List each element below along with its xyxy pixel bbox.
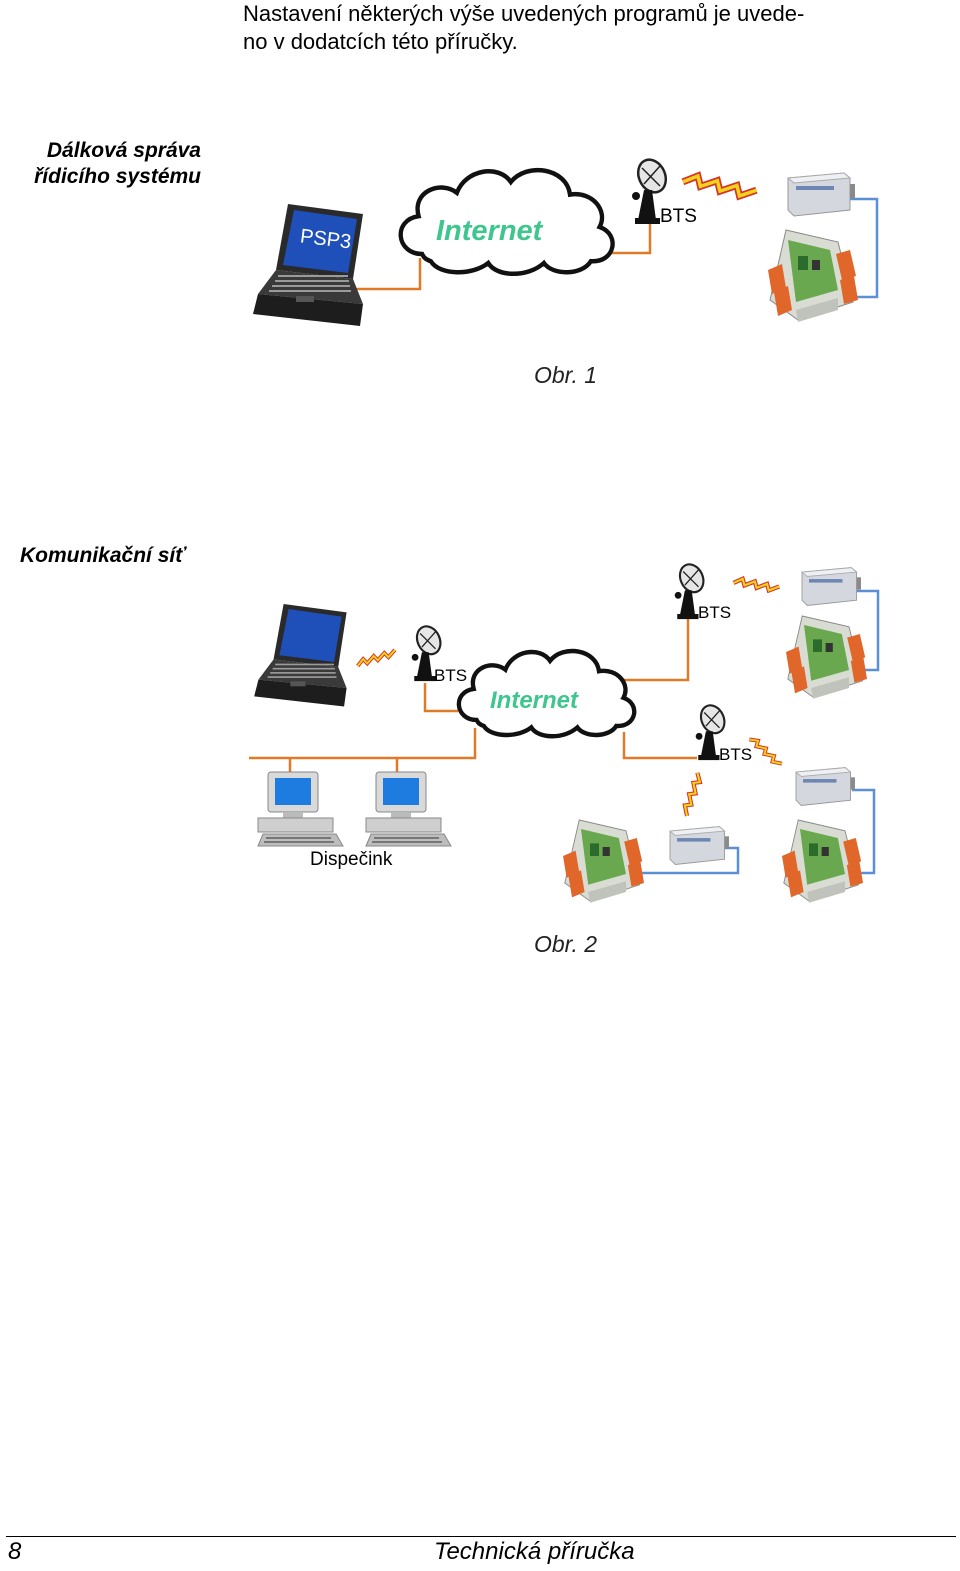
line-laptop-internet: [355, 258, 422, 291]
control-unit-icon-bottom: [562, 819, 645, 904]
lightning-icon-laptop: [354, 644, 399, 672]
intro-line-2: no v dodatcích této příručky.: [243, 29, 518, 54]
figure1-label: Dálková správa řídicího systému: [0, 138, 201, 190]
intro-paragraph: Nastavení některých výše uvedených progr…: [243, 0, 913, 56]
control-unit-icon-right: [781, 819, 864, 904]
page-number: 8: [8, 1538, 22, 1565]
figure2-caption: Obr. 2: [534, 931, 598, 957]
lightning-icon-down: [682, 772, 702, 817]
gsm-modem-icon-top: [801, 567, 862, 606]
figure1-label-line-2: řídicího systému: [34, 165, 201, 188]
control-unit-icon: [767, 229, 859, 323]
line-dispatch-bus: [249, 728, 477, 760]
figure2-diagram: BTS Internet BTS BTS: [249, 559, 880, 904]
intro-line-1: Nastavení některých výše uvedených progr…: [243, 1, 805, 26]
lightning-icon-top: [733, 578, 780, 591]
line-internet-bts-top: [607, 618, 690, 682]
gsm-modem-icon-bottom: [669, 826, 730, 865]
bts-label-top: BTS: [698, 603, 731, 622]
internet-cloud-label: Internet: [436, 215, 544, 247]
figure2-label: Komunikační síť: [20, 544, 186, 567]
figure1-label-line-1: Dálková správa: [46, 139, 201, 162]
laptop-icon-2: [254, 604, 347, 707]
dispatch-label: Dispečink: [310, 849, 393, 870]
gsm-modem-icon: [787, 172, 856, 217]
gsm-modem-icon-right: [795, 767, 856, 806]
desktop-pc-icon-1: [257, 771, 344, 847]
line-modem-plc: [850, 197, 879, 299]
bts-label-left: BTS: [434, 666, 467, 685]
figure1-caption: Obr. 1: [534, 362, 598, 388]
bts-label: BTS: [660, 206, 697, 227]
line-internet-bts: [608, 222, 652, 255]
desktop-pc-icon-2: [365, 771, 452, 847]
line-internet-bts-right: [622, 732, 697, 760]
bts-label-right: BTS: [719, 745, 752, 764]
line-modem-plc-bottom: [622, 846, 740, 875]
laptop-icon: [253, 204, 363, 326]
line-bts-left-internet: [423, 683, 458, 713]
footer-title: Technická příručka: [434, 1538, 635, 1565]
figure1-diagram: PSP3 Internet BTS: [253, 153, 879, 326]
lightning-icon: [682, 174, 757, 198]
control-unit-icon-top: [785, 615, 868, 700]
lightning-icon-right: [745, 734, 786, 770]
internet-cloud-label-2: Internet: [490, 687, 579, 714]
footer-divider: [6, 1536, 956, 1537]
